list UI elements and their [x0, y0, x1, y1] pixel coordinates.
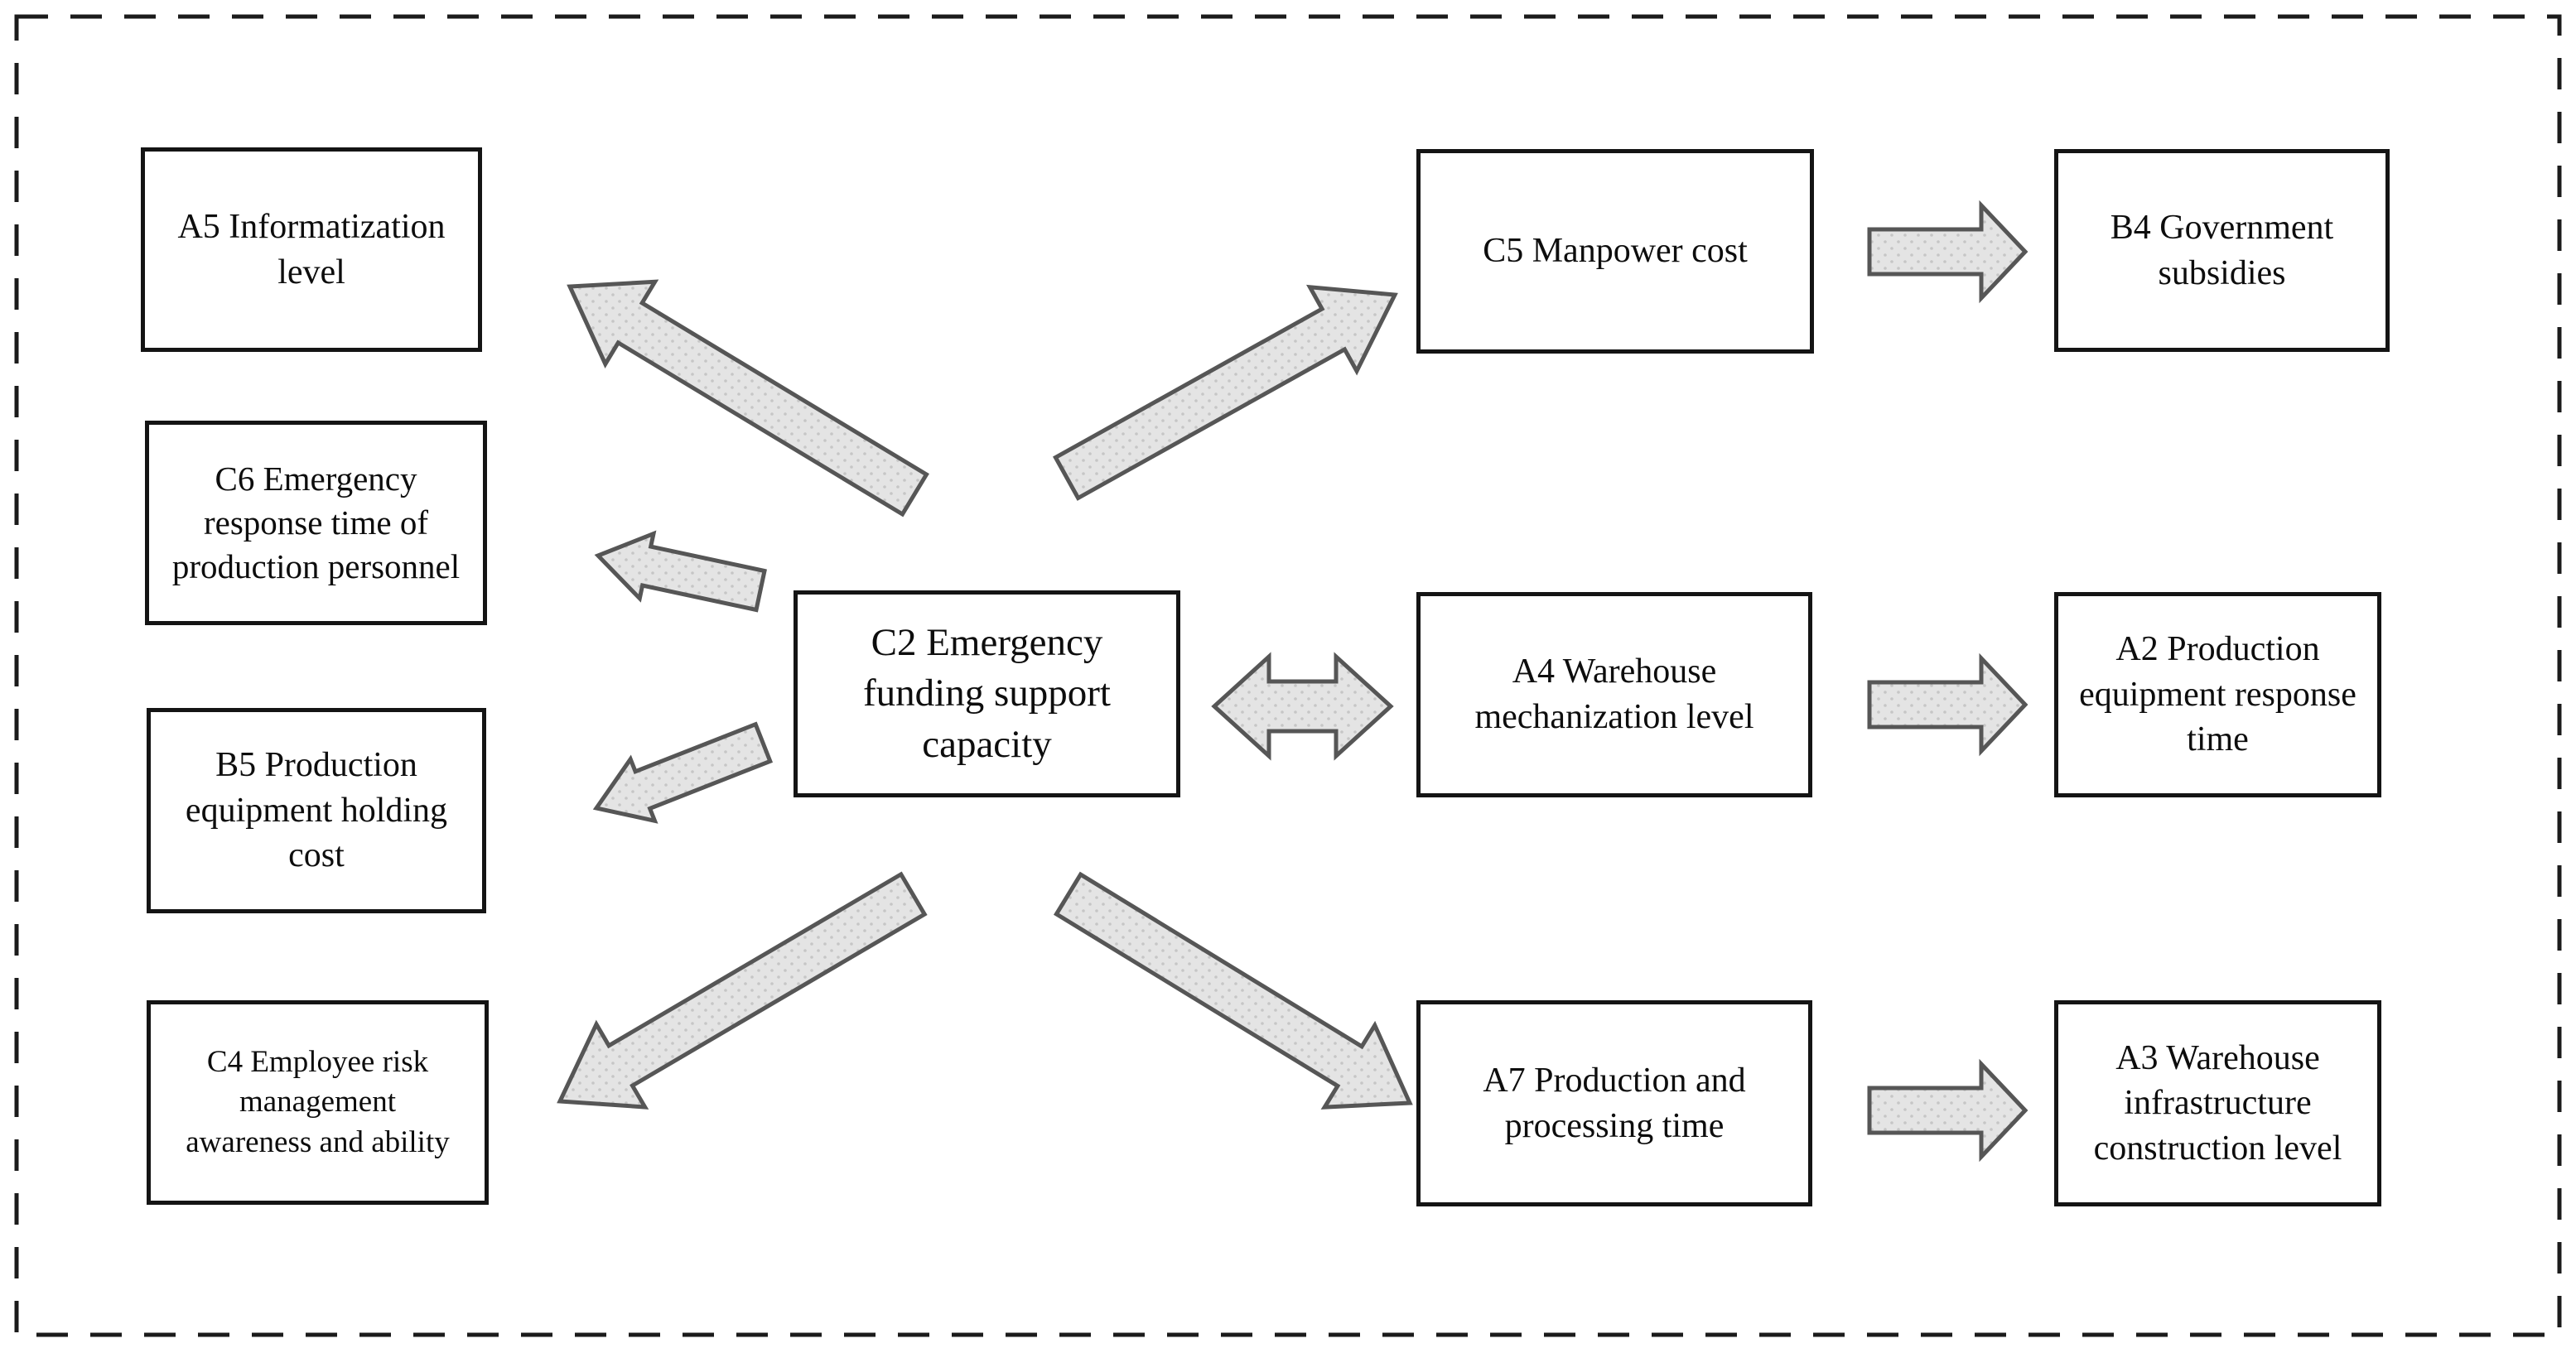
node-a2: A2 Production equipment response time — [2054, 592, 2381, 797]
node-c6: C6 Emergency response time of production… — [145, 421, 487, 625]
node-c4: C4 Employee risk management awareness an… — [147, 1000, 489, 1205]
node-a7: A7 Production and processing time — [1416, 1000, 1812, 1206]
node-a5: A5 Informatization level — [141, 147, 482, 352]
node-c5: C5 Manpower cost — [1416, 149, 1814, 354]
arrow-c5-to-b4 — [1867, 200, 2028, 304]
node-a3: A3 Warehouse infrastructure construction… — [2054, 1000, 2381, 1206]
arrow-c2-to-b5 — [592, 721, 774, 824]
node-c2: C2 Emergency funding support capacity — [794, 590, 1180, 797]
arrow-c2-a4-double — [1211, 652, 1394, 761]
arrow-a7-to-a3 — [1867, 1058, 2028, 1163]
outer-dashed-border — [14, 14, 2562, 1337]
arrow-c2-to-a7 — [1053, 871, 1413, 1110]
arrow-c2-to-c6 — [594, 530, 767, 613]
arrow-c2-to-a5 — [567, 279, 929, 518]
arrow-a4-to-a2 — [1867, 652, 2028, 757]
node-a4: A4 Warehouse mechanization level — [1416, 592, 1812, 797]
arrow-c2-to-c5 — [1053, 284, 1398, 501]
node-b4: B4 Government subsidies — [2054, 149, 2390, 352]
arrow-c2-to-c4 — [557, 871, 928, 1110]
node-b5: B5 Production equipment holding cost — [147, 708, 486, 913]
